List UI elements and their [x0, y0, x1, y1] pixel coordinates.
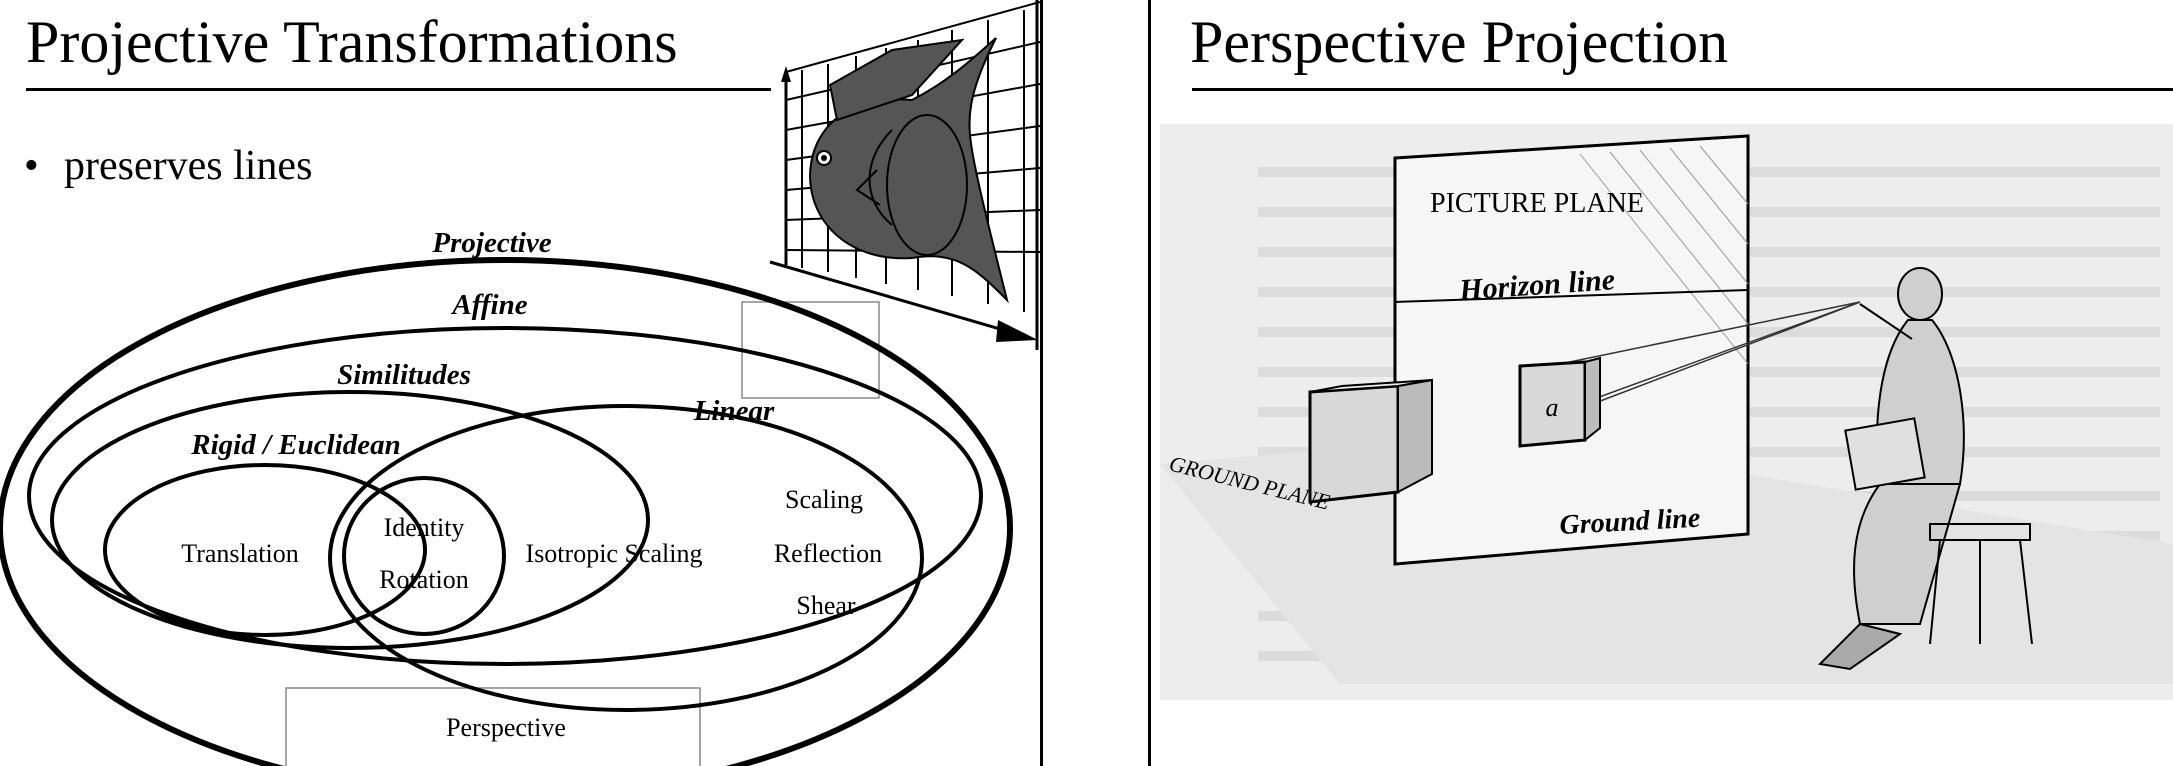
right-slide-title: Perspective Projection — [1190, 9, 1729, 75]
bullet-item: • preserves lines — [24, 138, 312, 194]
bullet-marker: • — [24, 143, 39, 189]
seated-artist-figure — [1817, 267, 2033, 671]
label-ground-line: Ground line — [1559, 503, 1701, 541]
label-translation: Translation — [181, 539, 299, 568]
slide-divider-left — [1040, 0, 1043, 766]
picture-plane-hatching — [1579, 145, 1749, 365]
rigid-ellipse — [103, 463, 427, 637]
label-rotation: Rotation — [379, 565, 469, 594]
stool — [1929, 523, 2033, 645]
transformation-hierarchy-diagram: Projective Affine Similitudes Linear Rig… — [0, 227, 1013, 766]
linear-ellipse — [328, 404, 924, 712]
x-axis-line — [769, 260, 1025, 338]
slide-divider-right — [1148, 0, 1151, 766]
ground-line — [1394, 533, 1749, 565]
left-title-rule — [26, 88, 771, 91]
affine-ellipse — [27, 326, 983, 666]
label-isotropic-scaling: Isotropic Scaling — [526, 539, 703, 568]
label-projective: Projective — [431, 227, 551, 259]
left-slide-title: Projective Transformations — [26, 9, 678, 75]
label-point-a: a — [1546, 393, 1559, 422]
label-shear: Shear — [796, 591, 856, 620]
highlight-box-perspective — [285, 687, 701, 766]
fish-shape — [808, 37, 1009, 304]
label-identity: Identity — [384, 513, 465, 542]
label-linear: Linear — [693, 395, 775, 427]
label-picture-plane: PICTURE PLANE — [1430, 188, 1644, 219]
similitudes-ellipse — [50, 390, 650, 650]
label-perspective: Perspective — [446, 713, 566, 742]
x-axis-arrow — [996, 320, 1038, 342]
label-scaling: Scaling — [785, 485, 863, 514]
horizon-line — [1394, 289, 1749, 303]
label-affine: Affine — [450, 289, 527, 321]
bullet-text: preserves lines — [64, 143, 313, 189]
perspective-illustration: a PICTURE PLANE Horizon line GROUND PLAN… — [1160, 124, 2173, 700]
label-similitudes: Similitudes — [337, 359, 471, 391]
box-front — [1308, 378, 1433, 504]
label-reflection: Reflection — [774, 539, 882, 568]
box-a — [1518, 356, 1601, 448]
right-slide: Perspective Projection — [1150, 0, 2173, 766]
y-axis-arrow — [781, 66, 791, 82]
identity-rotation-ellipse — [342, 476, 506, 636]
fish-grid-illustration — [769, 0, 1040, 350]
label-rigid-euclidean: Rigid / Euclidean — [190, 429, 400, 461]
left-slide: Projective Transformations • preserves li… — [0, 0, 1040, 766]
projective-ellipse — [0, 257, 1013, 766]
right-title-rule — [1192, 88, 2173, 91]
